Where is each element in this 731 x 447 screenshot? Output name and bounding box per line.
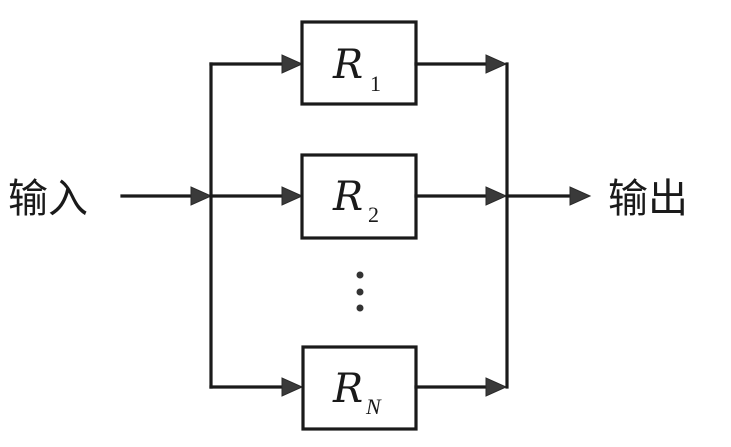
output-label: 输出 [608,176,688,222]
block-r1-symbol: R [332,42,363,88]
arrowhead-to-r2 [281,186,304,206]
block-rn-subscript: N [365,394,382,419]
block-r1: R 1 [300,20,418,106]
arrowhead-from-rn [485,377,508,397]
ellipsis-dot [356,304,364,312]
arrowhead-to-rn [281,377,304,397]
block-r2-subscript: 2 [368,202,379,227]
arrowhead-from-r2 [485,186,508,206]
block-r2: R 2 [300,153,418,240]
output-arrowhead [569,186,592,206]
arrowhead-from-r1 [485,54,508,74]
block-rn-box [301,345,418,431]
input-label: 输入 [8,176,88,222]
ellipsis-dot [356,271,364,279]
block-rn-symbol: R [332,366,363,412]
input-arrowhead [190,186,213,206]
block-r1-subscript: 1 [370,71,381,96]
block-rn: R N [301,345,418,431]
ellipsis-dot [356,288,364,296]
ellipsis-dots [356,271,364,312]
block-r2-symbol: R [332,174,363,220]
arrowhead-to-r1 [281,54,304,74]
